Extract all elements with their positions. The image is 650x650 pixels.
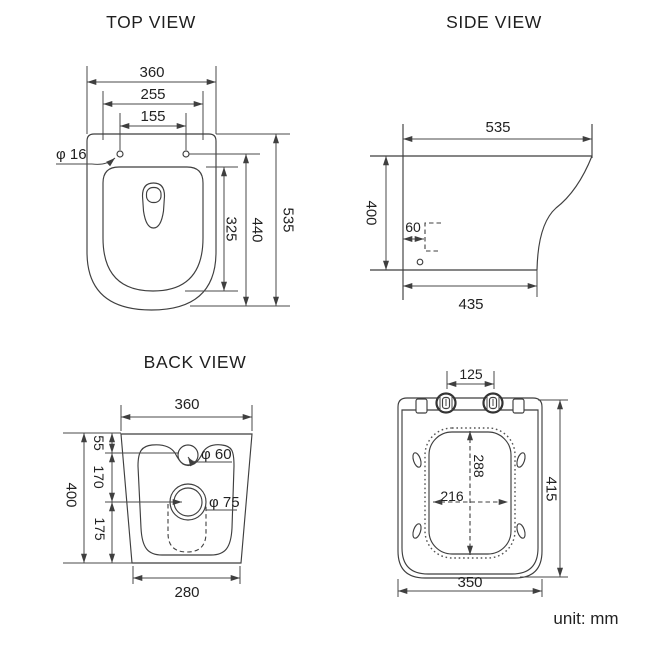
fixing-slot-dashed xyxy=(424,222,441,252)
dim-top-overall-depth: 535 xyxy=(280,207,297,232)
flush-hole xyxy=(145,186,162,204)
ext-lines-125 xyxy=(446,371,495,389)
dim-top-seat-width: 255 xyxy=(140,86,165,103)
dim-back-base-width: 280 xyxy=(174,584,199,601)
side-fixing-hole xyxy=(416,258,424,266)
fixing-hole-right xyxy=(182,150,190,158)
dim-back-top-offset: 55 xyxy=(91,435,107,451)
dim-seat-length: 415 xyxy=(543,476,560,501)
ext-lines-360 xyxy=(86,66,217,134)
top-view-panel: TOP VIEW 360 255 155 φ 16 325 440 xyxy=(56,12,297,311)
bumper-bottom-left xyxy=(412,523,422,539)
back-inner-contour xyxy=(137,444,235,556)
phi16-leader-arrow xyxy=(91,157,116,167)
hinge-tab-right xyxy=(512,398,525,414)
label-outlet-diameter: φ 75 xyxy=(209,494,240,511)
fixing-hole-left xyxy=(116,150,124,158)
phi60-leader-arrow xyxy=(187,456,232,467)
bumper-top-right xyxy=(516,452,526,468)
dim-side-base-depth: 435 xyxy=(458,296,483,313)
dim-seat-opening-width: 216 xyxy=(440,488,464,504)
dim-side-height: 400 xyxy=(363,200,380,225)
dim-top-hole-depth: 440 xyxy=(249,217,266,242)
dim-back-bottom-offset: 175 xyxy=(92,517,108,541)
toilet-outline-back xyxy=(120,433,253,564)
hinge-knob-right xyxy=(482,392,504,414)
hinge-knob-left xyxy=(435,392,457,414)
top-view-title: TOP VIEW xyxy=(106,12,196,32)
unit-label: unit: mm xyxy=(553,609,618,628)
ext-lines-155 xyxy=(119,113,187,150)
seat-view-panel: 125 288 216 415 xyxy=(397,366,568,597)
dim-seat-width: 350 xyxy=(457,574,482,591)
ext-lines-280 xyxy=(132,566,241,584)
ext-lines-350 xyxy=(397,579,543,597)
side-view-panel: SIDE VIEW 535 400 60 435 xyxy=(363,12,593,313)
dim-back-overall-width: 360 xyxy=(174,396,199,413)
label-hole-diameter: φ 16 xyxy=(56,146,87,163)
bumper-top-left xyxy=(412,452,422,468)
dim-top-hole-spacing: 155 xyxy=(140,108,165,125)
side-back-curve xyxy=(536,155,593,271)
back-view-panel: BACK VIEW 360 φ 60 φ 75 400 55 170 175 2… xyxy=(63,352,253,601)
back-view-title: BACK VIEW xyxy=(144,352,247,372)
trapway-dashed xyxy=(167,504,207,553)
seat-lid-outline xyxy=(397,397,543,579)
seat-outline-top xyxy=(102,166,204,292)
dim-seat-hinge-spacing: 125 xyxy=(459,366,483,382)
dim-top-seat-depth: 325 xyxy=(223,216,240,241)
flush-well-outline xyxy=(141,182,166,229)
ext-325 xyxy=(185,166,238,292)
toilet-outline-top xyxy=(86,133,217,311)
dim-back-mid-offset: 170 xyxy=(91,465,107,489)
ext-lines-400-back xyxy=(63,432,132,564)
bumper-bottom-right xyxy=(516,523,526,539)
hinge-tab-left xyxy=(415,398,428,414)
dim-top-overall-width: 360 xyxy=(139,64,164,81)
dim-side-slot-offset: 60 xyxy=(405,219,421,235)
dim-back-height: 400 xyxy=(63,482,80,507)
ext-lines-255 xyxy=(102,91,204,140)
seat-opening-dotted xyxy=(424,427,516,559)
dim-side-overall-depth: 535 xyxy=(485,119,510,136)
side-view-title: SIDE VIEW xyxy=(446,12,542,32)
ext-lines-360-back xyxy=(120,405,253,431)
seat-lid-inner-line xyxy=(401,409,539,575)
label-inlet-diameter: φ 60 xyxy=(201,446,232,463)
dim-seat-opening-length: 288 xyxy=(471,454,487,478)
